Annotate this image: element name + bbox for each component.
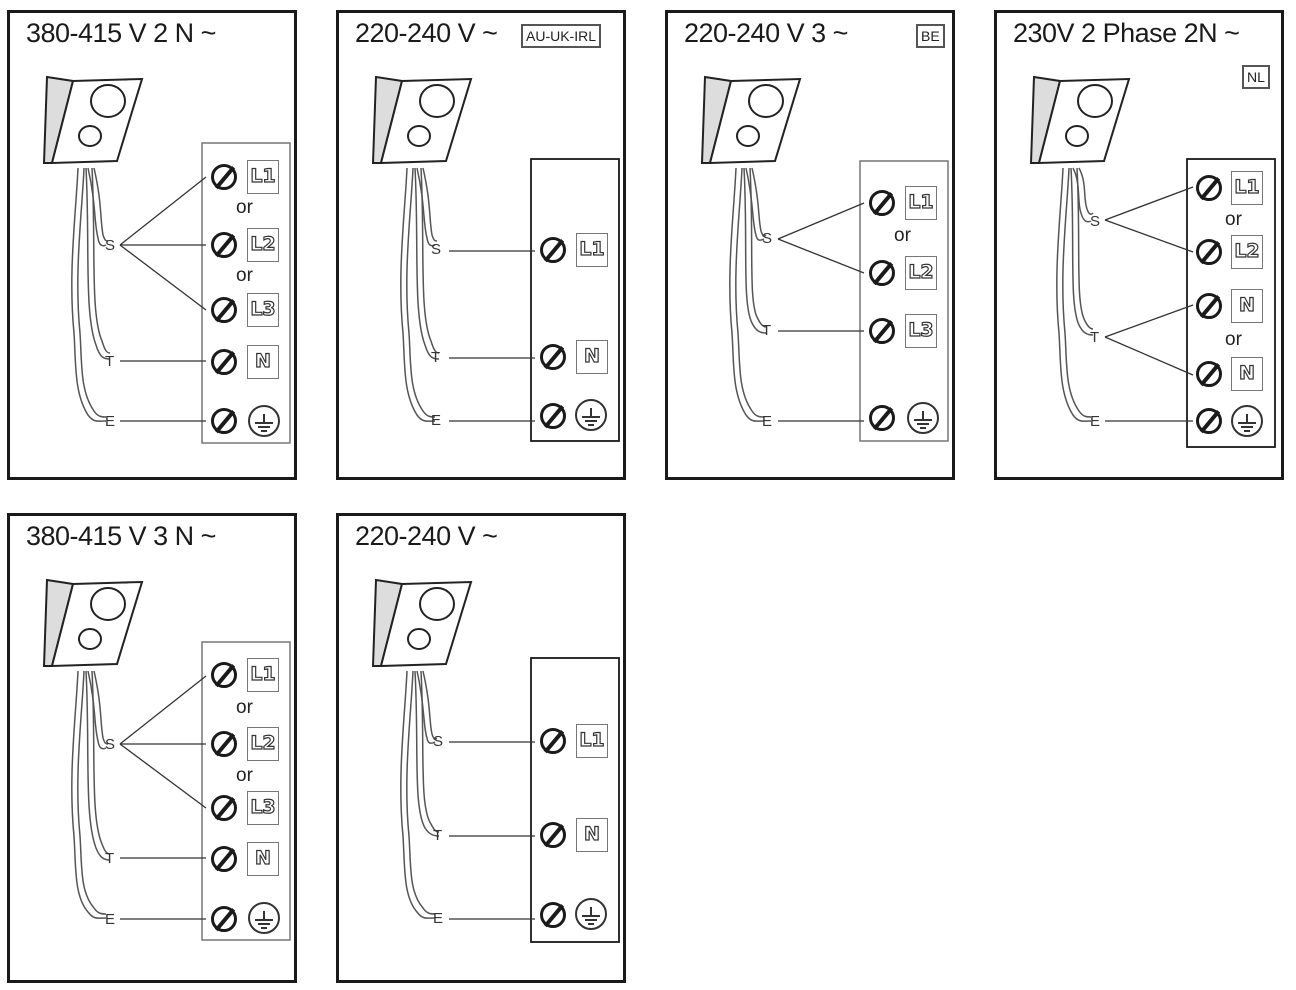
terminal-l3: L3 [905,314,937,348]
terminal-screw-icon [211,662,237,688]
terminal-screw-icon [211,349,237,375]
cable-and-connections [371,75,620,442]
terminal-n: N [247,345,279,379]
voltage-title: 380-415 V 3 N ~ [26,521,216,551]
or-label: or [236,197,253,218]
cable-and-connections [42,75,291,444]
terminal-screw-icon [211,408,237,434]
terminal-l1: L1 [576,724,608,758]
terminal-n: N [1231,289,1263,323]
wire-label-e: E [1090,413,1101,430]
terminal-screw-icon [211,731,237,757]
terminal-l2: L2 [247,228,279,262]
wire-label-e: E [762,413,773,430]
terminal-screw-icon [1196,361,1222,387]
or-label: or [236,765,253,786]
terminal-n: N [576,340,608,374]
terminal-screw-icon [540,237,566,263]
wire-label-e: E [105,911,116,928]
terminal-l2: L2 [905,256,937,290]
earth-ground-icon [575,898,607,930]
earth-ground-icon [575,399,607,431]
voltage-title: 220-240 V ~ [355,521,498,551]
wire-label-s: S [105,736,116,753]
terminal-n: N [576,818,608,852]
terminal-screw-icon [540,728,566,754]
terminal-screw-icon [869,405,895,431]
wiring-panel-3: 220-240 V 3 ~ BE S T E L1 or L2 L3 [665,10,955,480]
terminal-n: N [1231,357,1263,391]
voltage-title: 230V 2 Phase 2N ~ [1013,18,1240,48]
terminal-screw-icon [1196,408,1222,434]
terminal-screw-icon [869,190,895,216]
terminal-screw-icon [540,902,566,928]
terminal-screw-icon [1196,175,1222,201]
terminal-l2: L2 [247,727,279,761]
region-badge: BE [916,24,945,48]
voltage-title: 380-415 V 2 N ~ [26,18,216,48]
wiring-panel-4: 230V 2 Phase 2N ~ NL S T E L1 or L2 N or… [994,10,1284,480]
wire-label-s: S [1090,213,1101,230]
wire-label-t: T [762,322,772,339]
voltage-title: 220-240 V 3 ~ [684,18,848,48]
or-label: or [894,225,911,246]
wire-label-s: S [433,733,444,750]
wiring-panel-5: 380-415 V 3 N ~ S T E L1 or L2 or L3 N [7,513,297,983]
terminal-screw-icon [540,822,566,848]
wire-label-s: S [105,237,116,254]
terminal-screw-icon [211,297,237,323]
terminal-l3: L3 [247,293,279,327]
cable-and-connections [371,578,620,943]
wiring-panel-1: 380-415 V 2 N ~ S T E L1 or L2 or L3 N [7,10,297,480]
terminal-screw-icon [540,344,566,370]
wiring-panel-6: 220-240 V ~ S T E L1 N [336,513,626,983]
or-label: or [1225,329,1242,350]
wire-label-t: T [431,349,441,366]
voltage-title: 220-240 V ~ [355,18,498,48]
terminal-screw-icon [1196,239,1222,265]
terminal-screw-icon [211,164,237,190]
terminal-l3: L3 [247,791,279,825]
earth-ground-icon [248,902,280,934]
wire-label-e: E [105,413,116,430]
wire-label-s: S [431,241,442,258]
terminal-screw-icon [211,906,237,932]
terminal-screw-icon [869,260,895,286]
terminal-n: N [247,842,279,876]
or-label: or [236,697,253,718]
terminal-screw-icon [211,232,237,258]
or-label: or [236,265,253,286]
terminal-l1: L1 [576,233,608,267]
terminal-l1: L1 [247,160,279,194]
wire-label-s: S [762,230,773,247]
wire-label-e: E [433,910,444,927]
terminal-l1: L1 [1231,171,1263,205]
wiring-panel-2: 220-240 V ~ AU-UK-IRL S T E L1 N [336,10,626,480]
earth-ground-icon [1231,405,1263,437]
region-badge: AU-UK-IRL [521,24,602,48]
terminal-l1: L1 [905,186,937,220]
wire-label-t: T [1090,329,1100,346]
terminal-screw-icon [869,318,895,344]
wire-label-t: T [433,827,443,844]
terminal-l2: L2 [1231,235,1263,269]
terminal-screw-icon [211,846,237,872]
terminal-screw-icon [211,795,237,821]
terminal-screw-icon [540,403,566,429]
wire-label-t: T [105,850,115,867]
earth-ground-icon [907,402,939,434]
terminal-screw-icon [1196,293,1222,319]
wire-label-e: E [431,412,442,429]
wire-label-t: T [105,353,115,370]
region-badge: NL [1242,65,1270,89]
earth-ground-icon [248,405,280,437]
terminal-l1: L1 [247,658,279,692]
or-label: or [1225,209,1242,230]
